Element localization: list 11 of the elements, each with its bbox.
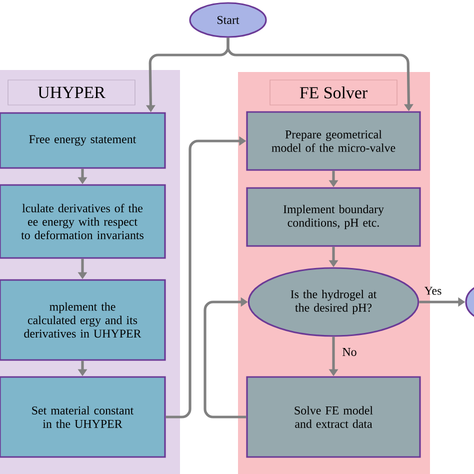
edge-label: No: [342, 348, 356, 356]
process-box: Free energy statement: [0, 112, 166, 169]
process-box: Prepare geometrical model of the micro-valve: [246, 111, 421, 171]
process-box: Solve FE model and extract data: [246, 376, 421, 458]
panel-title: FE Solver: [270, 80, 398, 106]
process-box: Implement boundary conditions, pH etc.: [246, 187, 421, 247]
process-box: Set material constant in the UHYPER: [0, 376, 166, 458]
process-box: mplement the calculated ergy and its derivatives in UHYPER: [0, 279, 166, 361]
panel-title: UHYPER: [8, 80, 136, 106]
process-box: lculate derivatives of the ee energy with respect to deformation invariants: [0, 184, 166, 259]
edge-label: Yes: [424, 286, 442, 295]
